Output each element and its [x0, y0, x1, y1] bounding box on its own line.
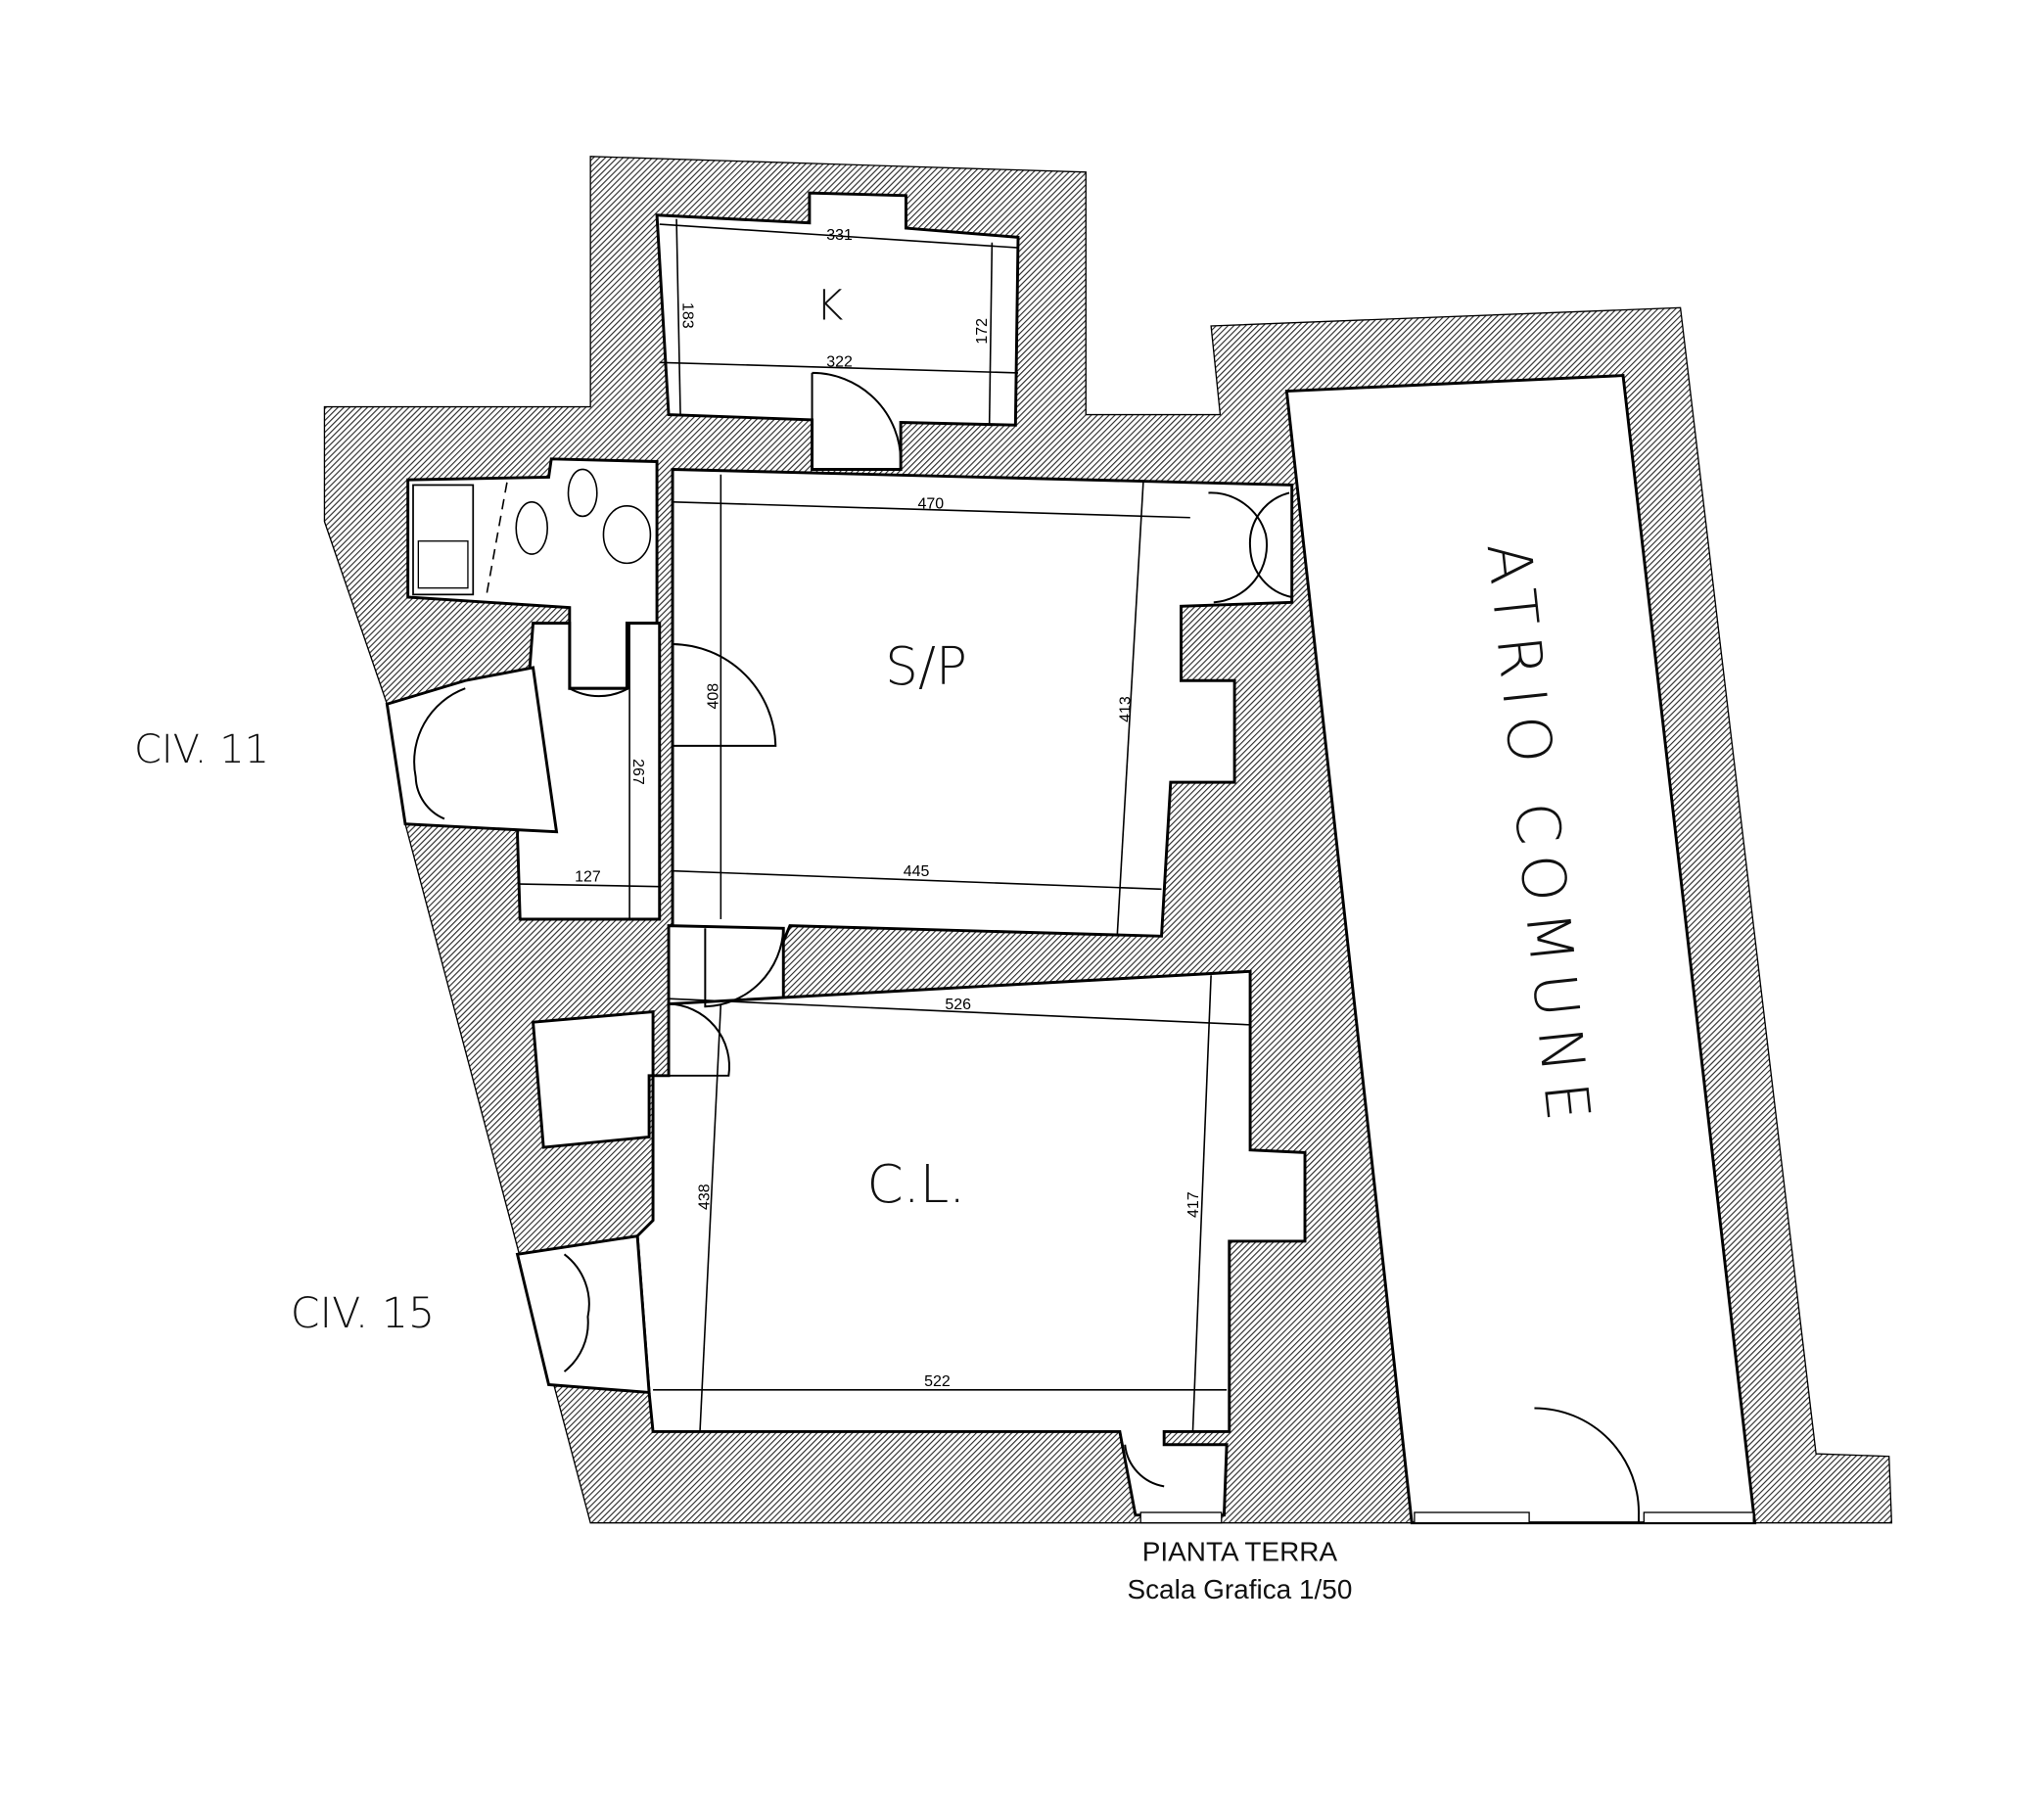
sink-icon: [412, 484, 475, 596]
washbasin-icon: [602, 504, 652, 565]
shower-icon: [417, 540, 469, 589]
dim-k-left: 183: [679, 302, 696, 329]
dimension-lines: [520, 218, 1251, 1432]
door-civ15: [563, 1253, 590, 1372]
room-bedroom: [635, 969, 1307, 1517]
room-entry-civ11: [385, 666, 559, 834]
plan-scale: Scala Grafica 1/50: [1127, 1574, 1352, 1604]
dim-k-top: 331: [826, 227, 853, 244]
dim-corr-width: 127: [575, 868, 601, 885]
dim-k-right: 172: [974, 318, 991, 345]
dim-cl-top: 526: [945, 997, 971, 1013]
label-civ11: CIV. 11: [134, 727, 269, 772]
room-corridor: [516, 622, 662, 921]
door-bedroom-rear: [1124, 1444, 1165, 1488]
window-rear-3: [1643, 1511, 1754, 1524]
door-passage: [704, 928, 785, 1008]
closet: [531, 1009, 655, 1149]
dim-cl-bottom: 522: [924, 1373, 951, 1390]
door-kitchen: [811, 371, 903, 470]
label-civ15: CIV. 15: [291, 1289, 435, 1338]
bidet-icon: [567, 468, 598, 518]
door-living: [673, 642, 777, 747]
label-bedroom: C.L.: [867, 1154, 966, 1215]
dim-cl-right: 417: [1185, 1191, 1202, 1218]
door-closet: [669, 1002, 730, 1077]
door-atrium-main: [1534, 1407, 1640, 1523]
window-rear-2: [1414, 1511, 1530, 1524]
dim-sp-bottom: 445: [904, 863, 930, 880]
label-living: S/P: [885, 636, 967, 697]
label-kitchen: K: [816, 281, 844, 330]
toilet-icon: [515, 500, 548, 555]
plan-title: PIANTA TERRA: [1142, 1536, 1338, 1566]
dim-sp-left: 408: [706, 683, 722, 710]
window-rear-1: [1139, 1511, 1223, 1524]
door-bath: [569, 623, 629, 698]
room-atrium: [1284, 374, 1757, 1525]
room-entry-civ15: [515, 1233, 651, 1395]
dim-corr-height: 267: [629, 759, 646, 785]
door-civ11: [413, 687, 466, 820]
door-atrium-living: [1208, 491, 1292, 604]
dim-sp-top: 470: [917, 495, 944, 512]
dim-cl-left: 438: [696, 1184, 713, 1210]
dim-k-bottom: 322: [826, 353, 853, 370]
room-passage: [667, 924, 785, 1008]
dim-sp-right: 413: [1118, 696, 1135, 722]
